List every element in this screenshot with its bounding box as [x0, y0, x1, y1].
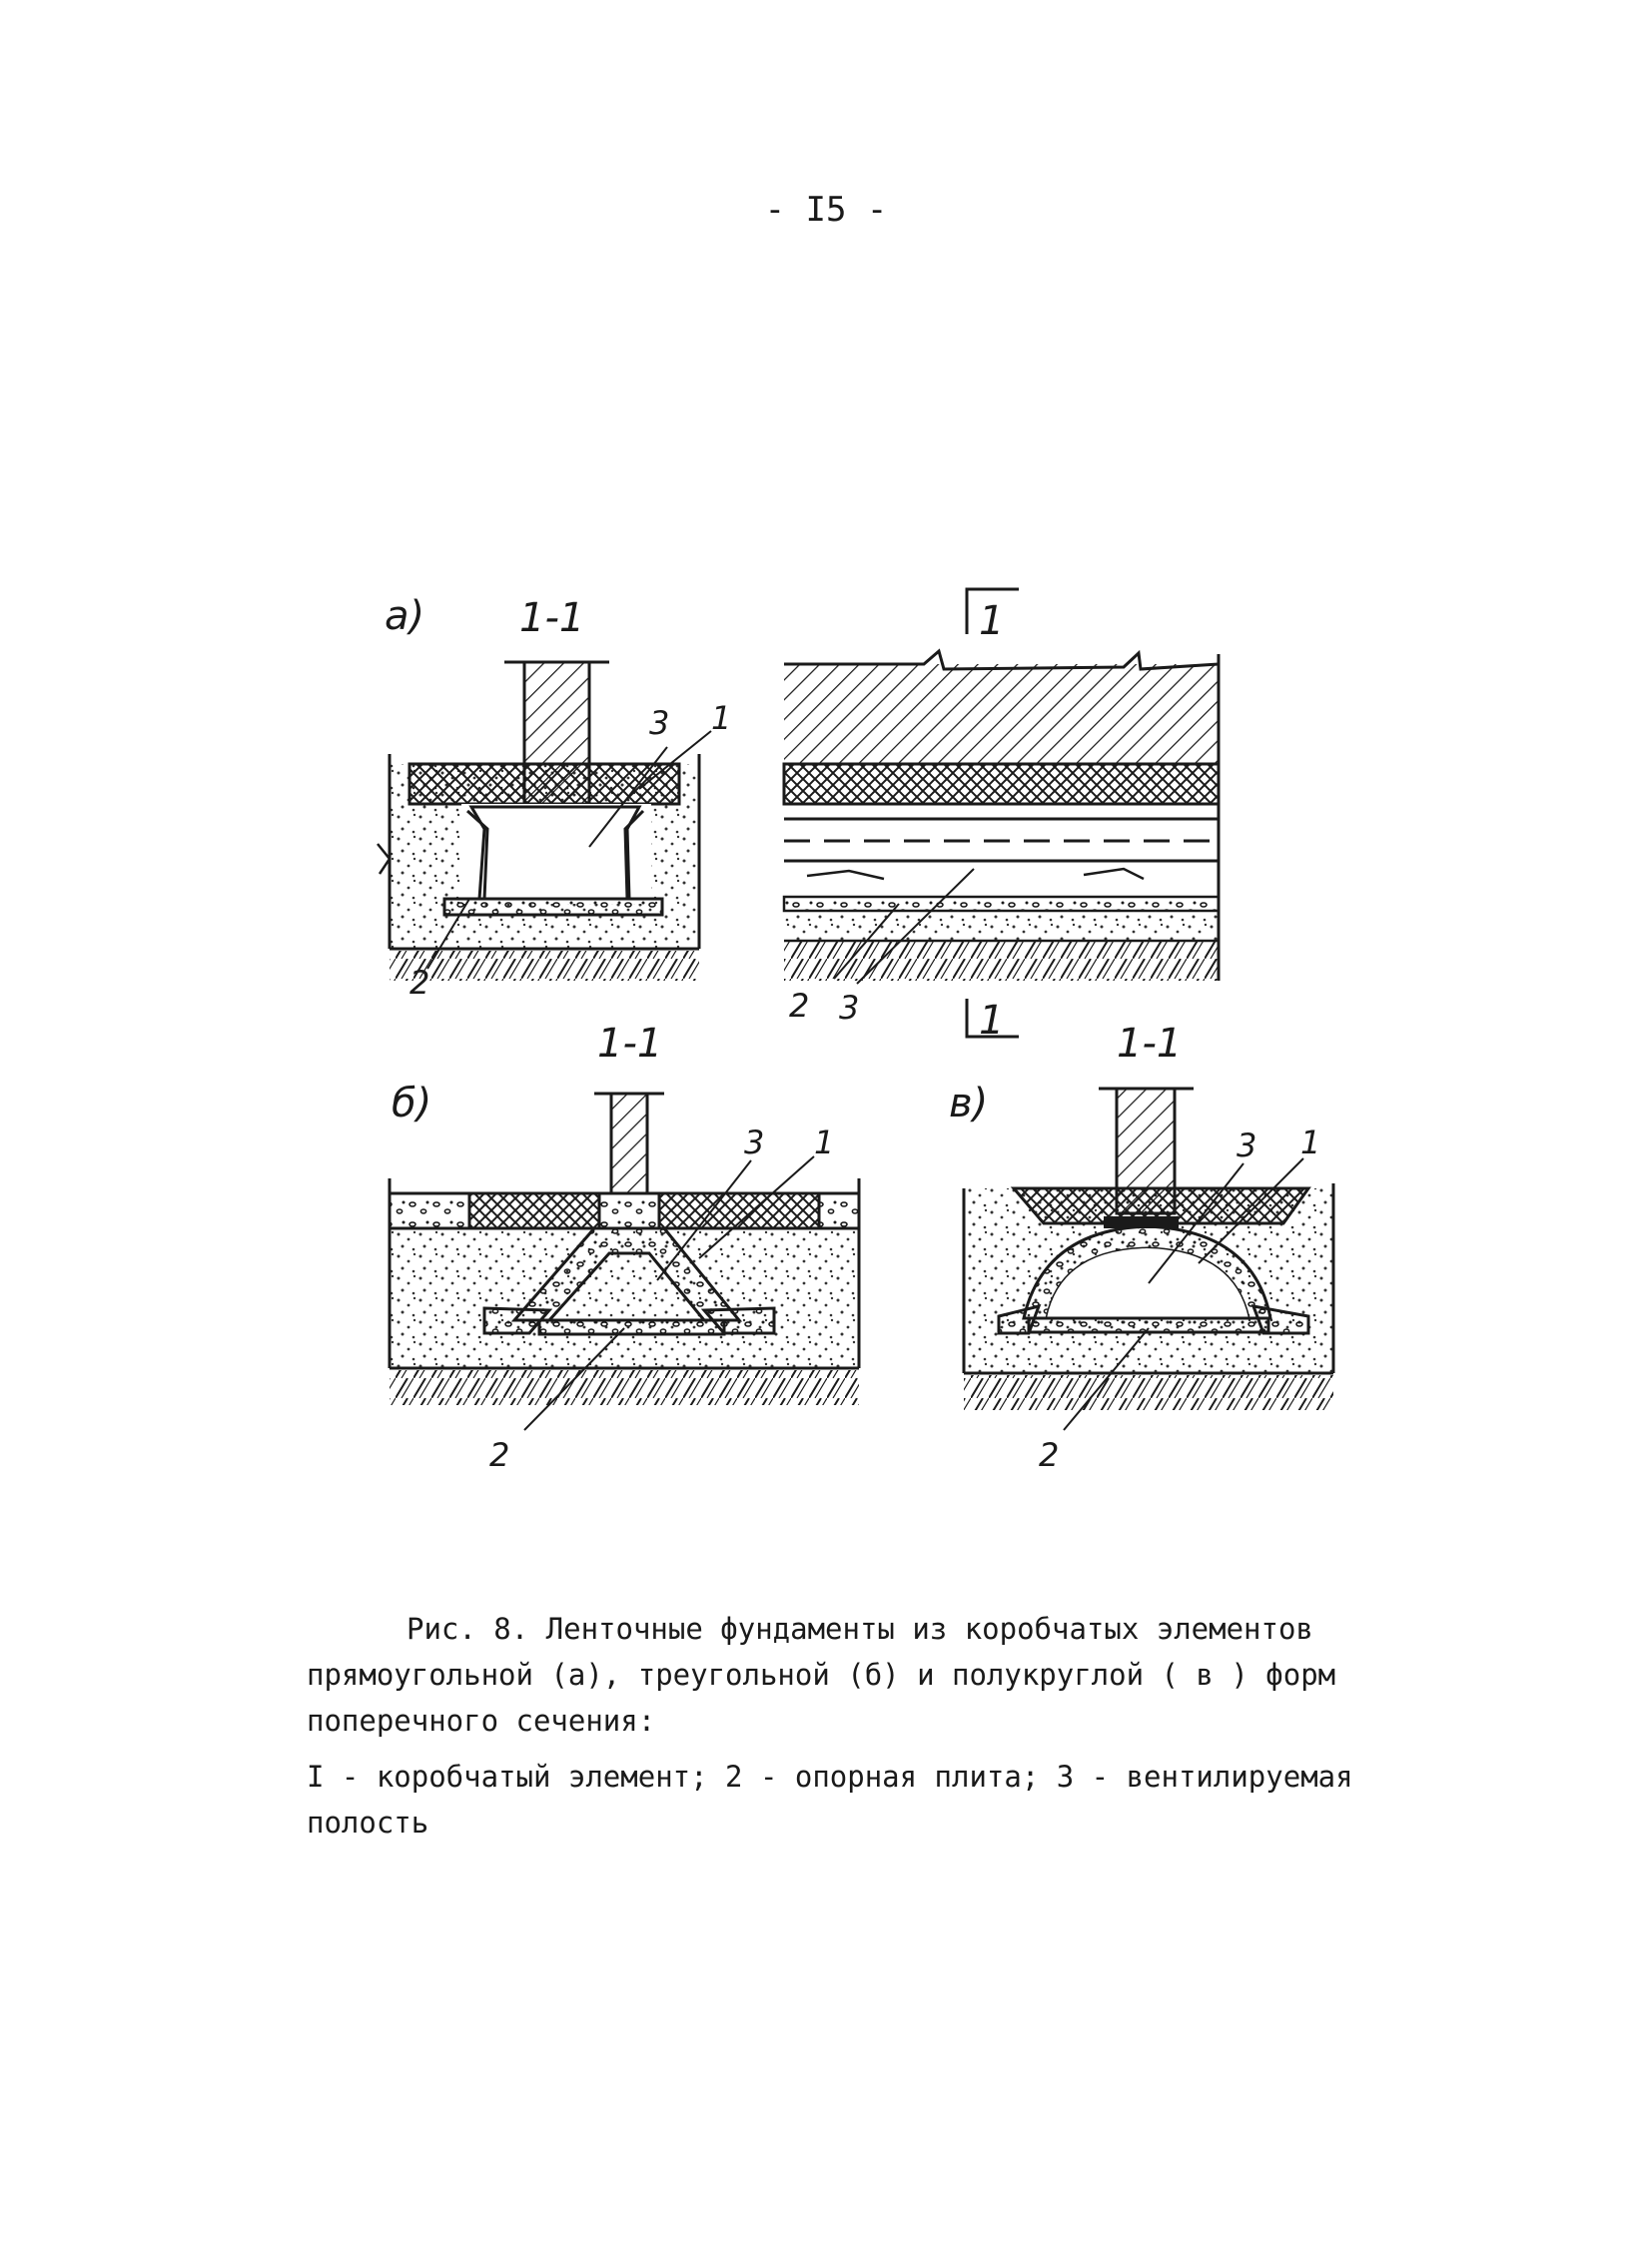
legend-line: полость [307, 1806, 429, 1840]
legend-line: I - коробчатый элемент; 2 - опорная плит… [307, 1760, 1353, 1794]
caption-line: поперечного сечения: [307, 1704, 656, 1738]
callout-1: 1 [814, 1123, 834, 1161]
soil [784, 941, 1219, 981]
caption-line: прямоугольной (а), треугольной (б) и пол… [307, 1658, 1336, 1692]
callout-3: 3 [649, 704, 669, 742]
panel-c-section-label: 1-1 [1117, 1021, 1182, 1067]
callout-3: 3 [744, 1123, 764, 1161]
sand-fill [784, 911, 1219, 941]
box-element [468, 805, 642, 901]
panel-a-section-label: 1-1 [519, 595, 584, 641]
figure-legend: I - коробчатый элемент; 2 - опорная плит… [307, 1754, 1435, 1846]
callout-2: 2 [489, 1436, 509, 1474]
callout-2: 2 [410, 964, 429, 1002]
page-number: - I5 - [764, 190, 888, 230]
base-plate [442, 897, 664, 917]
wall [784, 664, 1219, 764]
soil [390, 1370, 859, 1405]
panel-a-label: а) [385, 593, 424, 639]
figure-caption: Рис. 8. Ленточные фундаменты из коробчат… [307, 1606, 1435, 1744]
insulation-layer [467, 1191, 601, 1230]
base-plate [782, 895, 1221, 913]
base-plate [537, 1318, 726, 1336]
wall [1115, 1087, 1177, 1215]
callout-2: 2 [1039, 1436, 1059, 1474]
panel-b-label: б) [392, 1081, 431, 1126]
panel-b-drawing: 1-1 б) 3 1 2 [388, 1021, 861, 1474]
callout-2: 2 [789, 987, 809, 1025]
panel-a-drawing: а) 1-1 3 1 2 [377, 593, 731, 1002]
wall [522, 660, 591, 806]
longitudinal-section-drawing: 1 2 3 1 [782, 587, 1221, 1044]
callout-1: 1 [711, 699, 731, 737]
callout-3: 3 [839, 989, 859, 1027]
soil [390, 951, 699, 981]
section-marker-top: 1 [979, 598, 1004, 644]
base-plate [1027, 1316, 1270, 1334]
caption-line: Рис. 8. Ленточные фундаменты из коробчат… [407, 1612, 1313, 1646]
soil [964, 1375, 1333, 1410]
callout-1: 1 [1300, 1123, 1320, 1161]
insulation-layer [782, 762, 1221, 806]
section-marker-bottom: 1 [979, 998, 1004, 1044]
panel-c-drawing: 1-1 в) 3 1 2 [949, 1021, 1335, 1474]
wall [609, 1092, 649, 1195]
panel-b-section-label: 1-1 [597, 1021, 662, 1067]
foundation-figure: а) 1-1 3 1 2 1 [377, 587, 1335, 1474]
callout-3: 3 [1237, 1126, 1256, 1164]
panel-c-label: в) [949, 1081, 988, 1126]
